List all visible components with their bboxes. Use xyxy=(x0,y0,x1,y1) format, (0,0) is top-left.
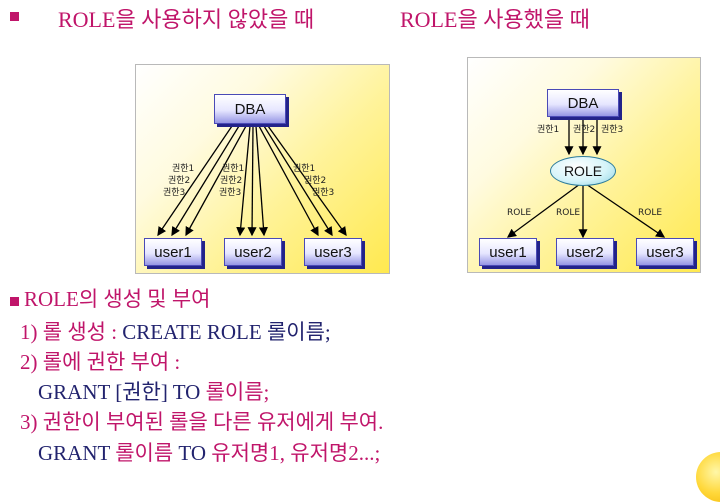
perm-arrow xyxy=(157,125,233,237)
left-user1-box: user1 xyxy=(144,238,202,266)
perm-label: 권한2 xyxy=(220,176,243,186)
perm-arrow xyxy=(263,125,333,237)
perm-arrow xyxy=(267,125,347,237)
left-dba-box: DBA xyxy=(214,94,286,124)
left-user3-box: user3 xyxy=(304,238,362,266)
perm-label: 권한2 xyxy=(304,176,327,186)
perm-label: 권한1 xyxy=(172,164,195,174)
perm-arrow xyxy=(185,125,247,237)
right-diagram-arrows xyxy=(506,115,666,239)
left-diagram-title: ROLE을 사용하지 않았을 때 xyxy=(58,7,315,32)
step2-line: 2) 롤에 권한 부여 : xyxy=(20,350,181,374)
perm-label: 권한3 xyxy=(163,188,186,198)
role-label: ROLE xyxy=(556,208,581,218)
right-dba-box: DBA xyxy=(547,89,619,117)
step3-line: 3) 권한이 부여된 롤을 다른 유저에게 부여. xyxy=(20,410,384,434)
perm-label: 권한1 xyxy=(222,164,245,174)
step1-line: 1) 롤 생성 : CREATE ROLE 롤이름; xyxy=(20,322,331,343)
right-user1-box: user1 xyxy=(479,238,537,266)
perm-arrow xyxy=(236,125,251,237)
role-label: ROLE xyxy=(638,208,663,218)
perm-label: 권한3 xyxy=(601,125,624,135)
perm-label: 권한1 xyxy=(537,125,560,135)
perm-label: 권한3 xyxy=(219,188,242,198)
step3-code-b: 롤이름 xyxy=(115,441,174,465)
perm-arrow xyxy=(258,125,319,237)
step2-code-a: GRANT [권한] TO xyxy=(38,380,201,404)
step2-code-b: 롤이름; xyxy=(205,380,270,404)
perm-arrow xyxy=(255,125,268,237)
perm-label: 권한2 xyxy=(573,125,596,135)
perm-label: 권한2 xyxy=(168,176,191,186)
step1-prefix: 1) 롤 생성 : xyxy=(20,320,118,344)
role-arrow xyxy=(506,183,581,238)
left-diagram-arrows xyxy=(157,125,347,237)
step3-code-line: GRANT 롤이름 TO 유저명1, 유저명2...; xyxy=(38,443,380,464)
perm-arrow xyxy=(247,125,257,237)
perm-arrow xyxy=(171,125,240,237)
right-user3-box: user3 xyxy=(636,238,694,266)
right-diagram-title: ROLE을 사용했을 때 xyxy=(400,7,590,32)
right-user2-box: user2 xyxy=(556,238,614,266)
step3-code-d: 유저명1, 유저명2...; xyxy=(211,441,381,465)
section-title: ROLE의 생성 및 부여 xyxy=(24,287,211,311)
step1-code: CREATE ROLE 롤이름; xyxy=(122,320,331,344)
perm-label: 권한1 xyxy=(293,164,316,174)
role-node: ROLE xyxy=(550,156,616,186)
step3-code-c: TO xyxy=(178,441,207,465)
step3-code-a: GRANT xyxy=(38,441,110,465)
perm-label: 권한3 xyxy=(312,188,335,198)
header-bullet xyxy=(10,12,19,21)
section-bullet xyxy=(10,297,19,306)
step2-code-line: GRANT [권한] TO 롤이름; xyxy=(38,382,269,403)
role-arrow xyxy=(585,183,666,238)
role-label: ROLE xyxy=(507,208,532,218)
left-user2-box: user2 xyxy=(224,238,282,266)
